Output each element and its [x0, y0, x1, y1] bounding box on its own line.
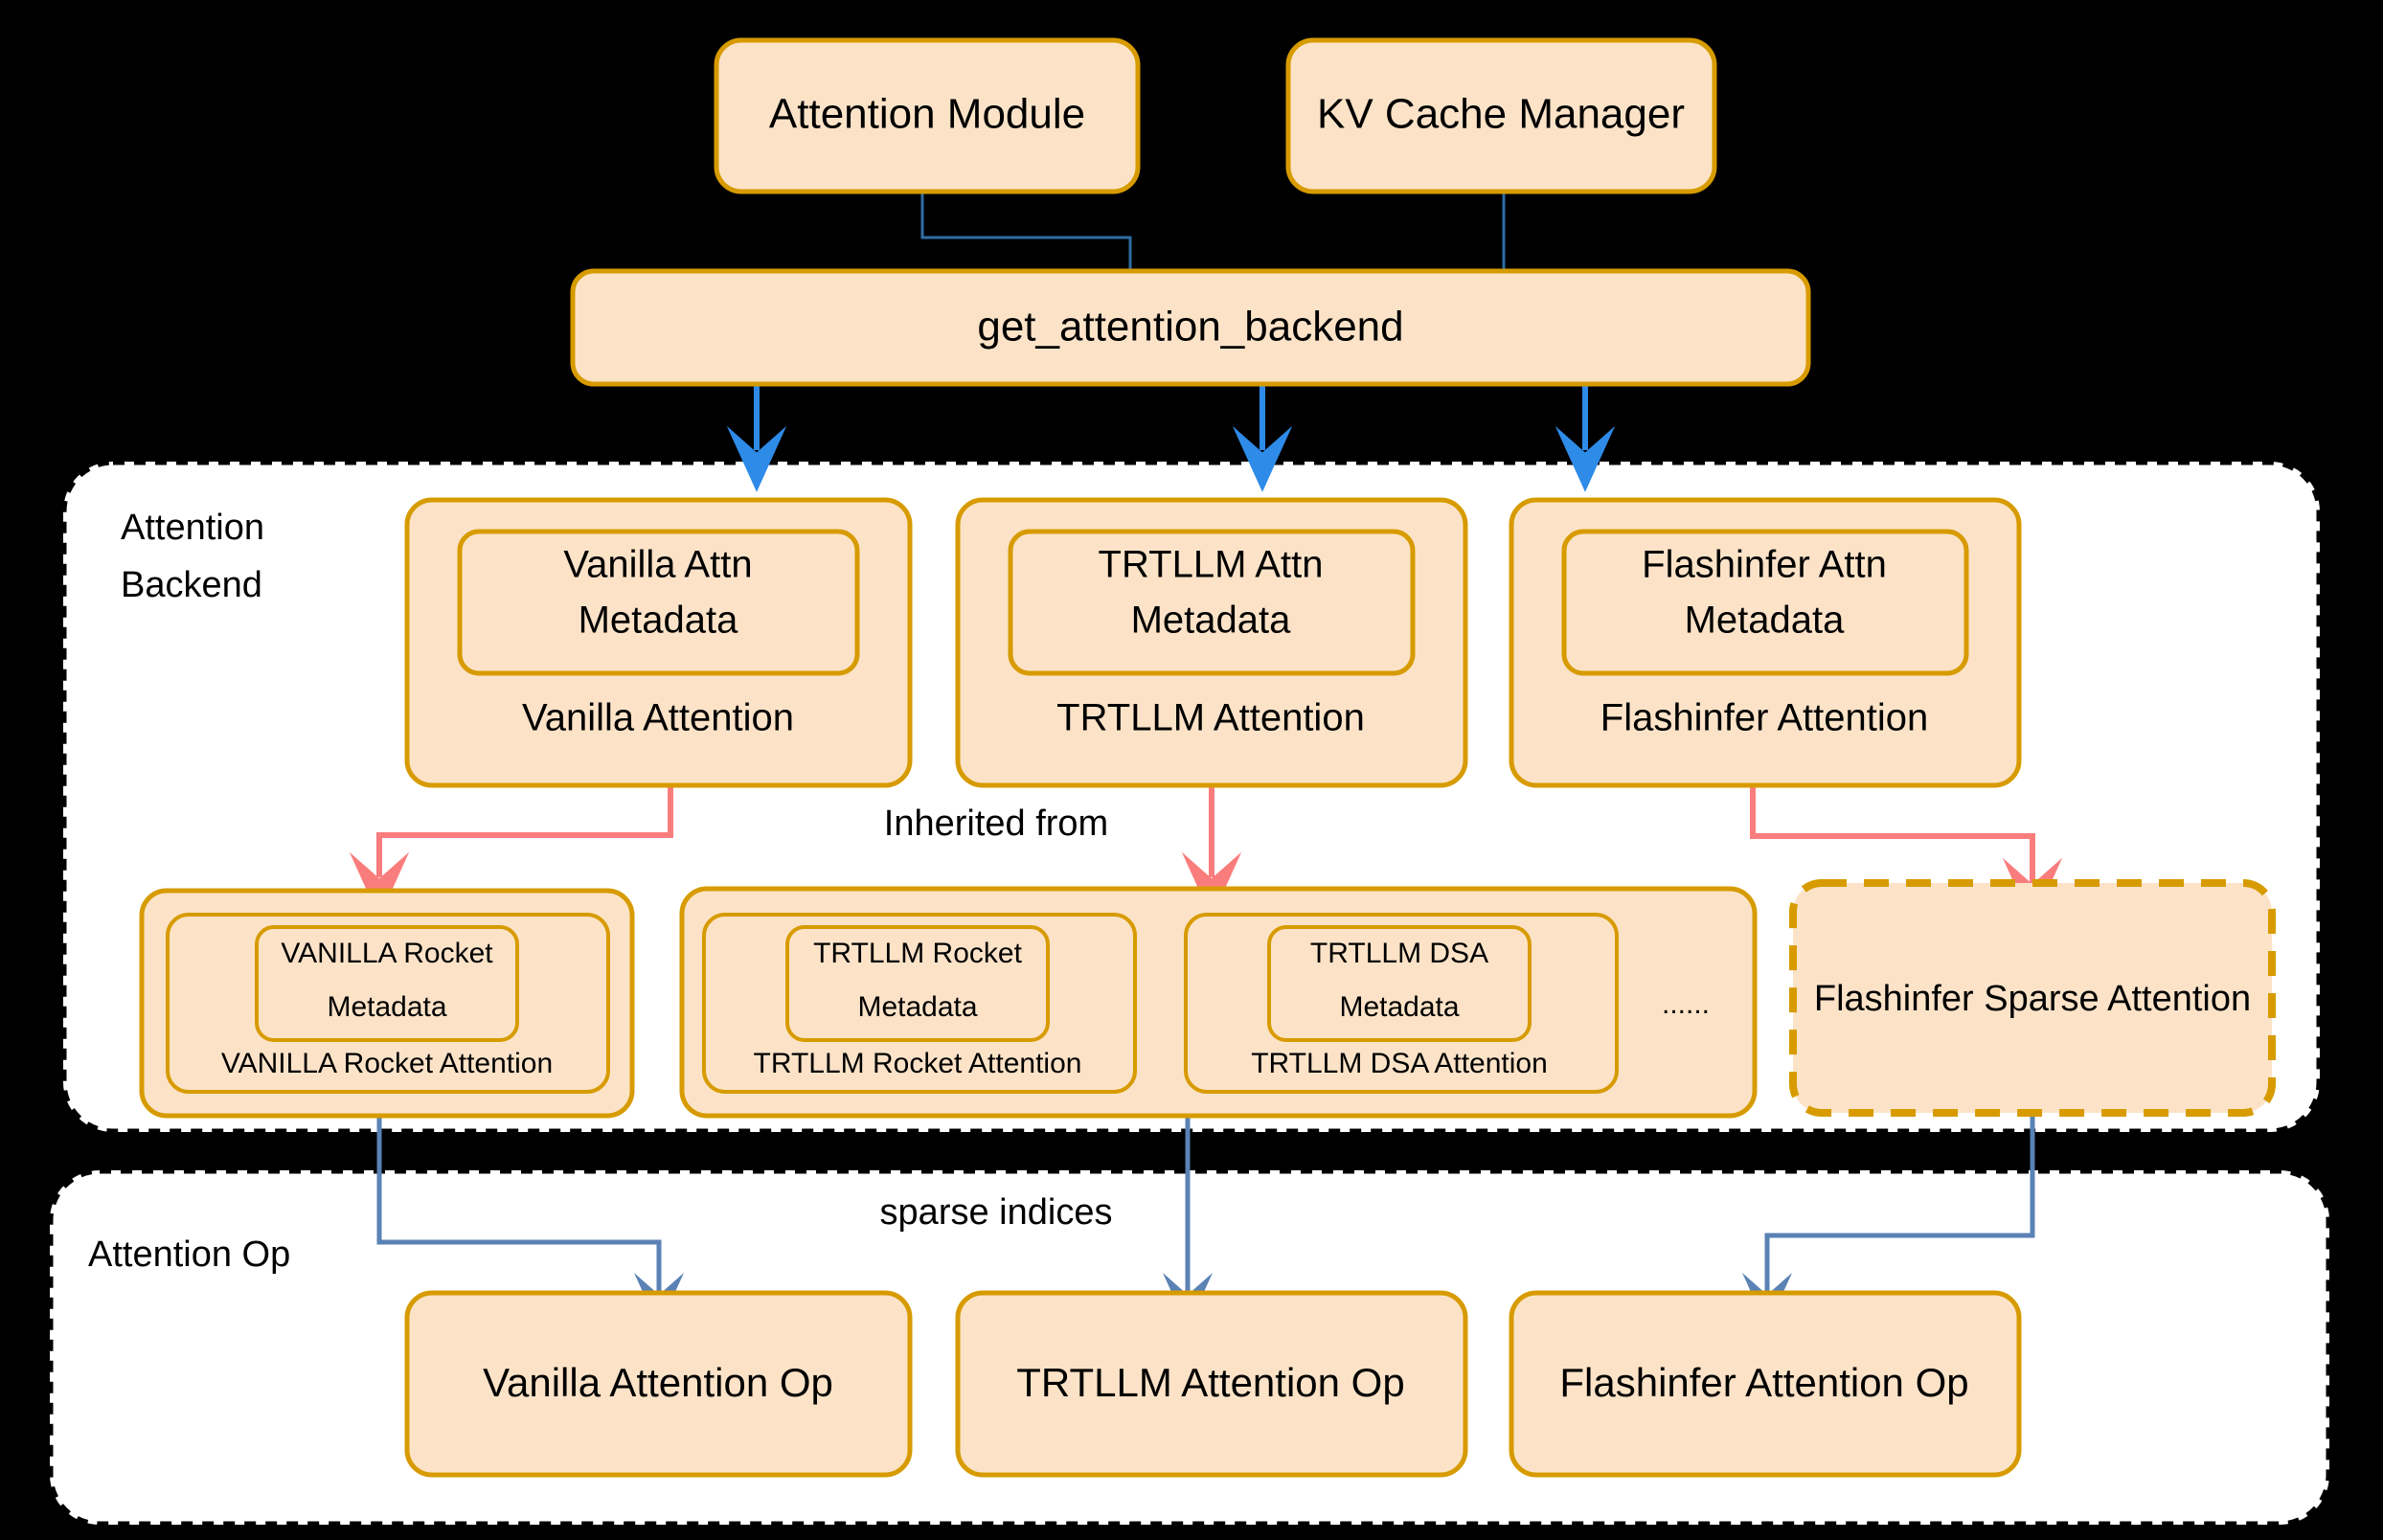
- kv-cache-manager-label: KV Cache Manager: [1317, 91, 1685, 138]
- vanilla-attention-label: Vanilla Attention: [522, 697, 794, 739]
- attention-op-panel-label: Attention Op: [88, 1234, 290, 1275]
- edge-flashinfer-inherit: [1750, 785, 2063, 924]
- trtllm-attention-op-node[interactable]: TRTLLM Attention Op: [955, 1290, 1468, 1478]
- kv-cache-manager-node[interactable]: KV Cache Manager: [1285, 37, 1717, 194]
- vanilla-attn-metadata-label-line1: Vanilla Attn: [563, 544, 752, 586]
- vanilla-rocket-metadata-box[interactable]: [255, 925, 519, 1042]
- vanilla-rocket-metadata-label-line1: VANILLA Rocket: [281, 938, 493, 969]
- vanilla-attention-op-node[interactable]: Vanilla Attention Op: [404, 1290, 913, 1478]
- trtllm-more-ellipsis: ......: [1662, 988, 1710, 1020]
- flashinfer-attention-op-label: Flashinfer Attention Op: [1559, 1360, 1968, 1405]
- flashinfer-attention-backend-node[interactable]: Flashinfer Attn Metadata Flashinfer Atte…: [1509, 497, 2022, 788]
- flashinfer-attention-op-node[interactable]: Flashinfer Attention Op: [1509, 1290, 2022, 1478]
- vanilla-attn-metadata-box[interactable]: [457, 529, 860, 676]
- trtllm-attn-metadata-label-line1: TRTLLM Attn: [1099, 544, 1324, 586]
- trtllm-dsa-attention-label: TRTLLM DSA Attention: [1251, 1048, 1548, 1079]
- flashinfer-sparse-attention-node[interactable]: Flashinfer Sparse Attention: [1789, 879, 2276, 1117]
- trtllm-rocket-attention-label: TRTLLM Rocket Attention: [754, 1048, 1082, 1079]
- trtllm-attn-metadata-label-line2: Metadata: [1131, 600, 1292, 642]
- trtllm-rocket-metadata-box[interactable]: [785, 925, 1050, 1042]
- trtllm-rocket-metadata-label-line1: TRTLLM Rocket: [813, 938, 1023, 969]
- flashinfer-attn-metadata-label-line1: Flashinfer Attn: [1642, 544, 1887, 586]
- trtllm-attention-backend-node[interactable]: TRTLLM Attn Metadata TRTLLM Attention: [955, 497, 1468, 788]
- trtllm-sparse-group[interactable]: TRTLLM Rocket Metadata TRTLLM Rocket Att…: [679, 886, 1758, 1119]
- trtllm-attention-label: TRTLLM Attention: [1056, 697, 1365, 739]
- vanilla-attn-metadata-label-line2: Metadata: [579, 600, 739, 642]
- edge-flashinfer-sparse-to-op: [1742, 1111, 2035, 1328]
- inherited-from-label: Inherited from: [884, 804, 1108, 844]
- trtllm-rocket-metadata-label-line2: Metadata: [857, 991, 977, 1023]
- get-attention-backend-label: get_attention_backend: [977, 304, 1403, 351]
- trtllm-attn-metadata-box[interactable]: [1008, 529, 1416, 676]
- flashinfer-attn-metadata-label-line2: Metadata: [1685, 600, 1846, 642]
- vanilla-rocket-metadata-label-line2: Metadata: [327, 991, 446, 1023]
- flashinfer-attention-label: Flashinfer Attention: [1600, 697, 1928, 739]
- trtllm-dsa-metadata-label-line2: Metadata: [1339, 991, 1459, 1023]
- flashinfer-sparse-attention-label: Flashinfer Sparse Attention: [1814, 979, 2251, 1019]
- attention-module-label: Attention Module: [769, 91, 1085, 138]
- vanilla-rocket-attention-label: VANILLA Rocket Attention: [221, 1048, 553, 1079]
- edge-attention-module-to-dispatcher: [920, 192, 1132, 271]
- trtllm-dsa-metadata-label-line1: TRTLLM DSA: [1310, 938, 1488, 969]
- attention-backend-panel-label-line2: Backend: [121, 565, 262, 605]
- vanilla-rocket-group[interactable]: VANILLA Rocket Metadata VANILLA Rocket A…: [139, 888, 635, 1119]
- edge-vanilla-inherit: [349, 785, 673, 918]
- trtllm-attention-op-label: TRTLLM Attention Op: [1016, 1360, 1404, 1405]
- flashinfer-attn-metadata-box[interactable]: [1561, 529, 1969, 676]
- vanilla-attention-backend-node[interactable]: Vanilla Attn Metadata Vanilla Attention: [404, 497, 913, 788]
- sparse-indices-label: sparse indices: [880, 1192, 1113, 1233]
- get-attention-backend-node[interactable]: get_attention_backend: [570, 268, 1811, 387]
- trtllm-dsa-metadata-box[interactable]: [1267, 925, 1532, 1042]
- attention-module-node[interactable]: Attention Module: [714, 37, 1141, 194]
- vanilla-attention-op-label: Vanilla Attention Op: [483, 1360, 833, 1405]
- attention-backend-panel-label-line1: Attention: [121, 508, 264, 548]
- edge-vanilla-rocket-to-op: [376, 1111, 684, 1328]
